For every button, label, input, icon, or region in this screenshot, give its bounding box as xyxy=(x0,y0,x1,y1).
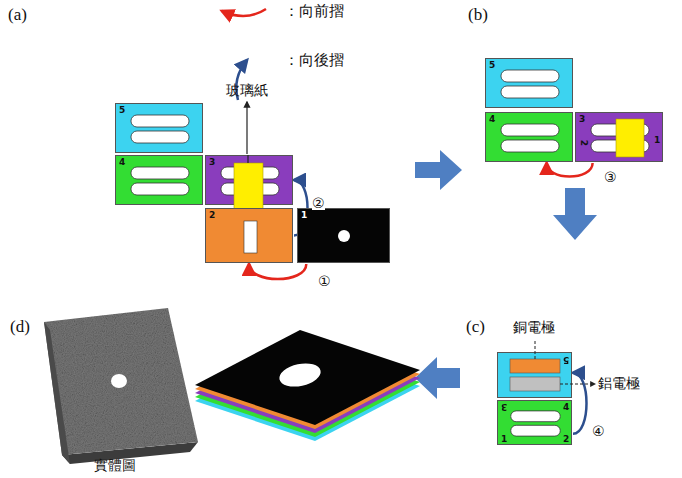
leader-line xyxy=(560,384,595,385)
panel-label: (a) xyxy=(8,6,27,25)
aluminium-electrode xyxy=(510,377,560,391)
layer-hole xyxy=(277,360,323,390)
panel-cutouts xyxy=(498,401,573,446)
slot xyxy=(501,70,559,82)
slot xyxy=(511,411,561,422)
slot xyxy=(131,131,189,143)
panel-number: 4 xyxy=(489,114,495,124)
panel-square: 2 xyxy=(205,208,293,263)
leader-line xyxy=(247,155,248,163)
panel-number: 5 xyxy=(119,105,125,115)
hole xyxy=(338,230,350,242)
part-label: 銅電極 xyxy=(513,320,555,335)
panel-number: 2 xyxy=(209,210,215,220)
panel-cutouts xyxy=(206,156,294,206)
part-label: 玻璃紙 xyxy=(226,83,268,98)
panel-number: 1 xyxy=(501,434,507,444)
fold-forward-sample xyxy=(222,9,266,16)
panel-number: 3 xyxy=(501,402,507,412)
panel-number: 4 xyxy=(563,402,569,412)
copper-electrode xyxy=(510,359,560,373)
panel-number: 3 xyxy=(209,157,215,167)
fold-arrow xyxy=(547,163,593,177)
panel-cutouts xyxy=(576,113,664,163)
panel-number: 5 xyxy=(563,355,569,365)
panel-square: 4 xyxy=(115,155,203,205)
panel-label: (d) xyxy=(10,318,30,337)
leader-line xyxy=(535,339,536,359)
part-label: 鋁電極 xyxy=(598,376,640,391)
panel-cutouts xyxy=(206,209,294,264)
panel-square: 3 4 1 2 xyxy=(497,400,572,445)
leader-line xyxy=(246,102,247,154)
fold-arrow xyxy=(573,373,587,434)
panel-label: (c) xyxy=(466,318,485,337)
panel-label: (b) xyxy=(468,6,488,25)
layer-1 xyxy=(195,330,420,425)
panel-square: 5 xyxy=(115,103,203,153)
step-arrow xyxy=(415,150,462,190)
slot xyxy=(131,167,189,179)
step-arrow xyxy=(553,188,597,240)
window xyxy=(244,221,257,253)
panel-cutouts xyxy=(298,209,391,264)
panel-number: 2 xyxy=(563,434,569,444)
step-arrow xyxy=(415,357,460,399)
slot xyxy=(501,124,559,136)
legend-text: ：向前摺 xyxy=(284,3,344,20)
panel-cutouts xyxy=(486,59,574,109)
panel-square: 5 xyxy=(485,58,573,108)
panel-cutouts xyxy=(498,353,573,399)
panel-square: 4 xyxy=(485,112,573,162)
slot xyxy=(511,425,561,436)
slot xyxy=(501,140,559,152)
slot xyxy=(501,86,559,98)
panel-square: 3 xyxy=(205,155,293,205)
panel-cutouts xyxy=(486,113,574,163)
legend-text: ：向後摺 xyxy=(284,52,344,69)
panel-number: 1 xyxy=(654,135,660,145)
panel-cutouts xyxy=(116,156,204,206)
panel-number: 1 xyxy=(301,210,307,220)
panel-square: 3 1 2 xyxy=(575,112,663,162)
slot xyxy=(131,183,189,195)
panel-cutouts xyxy=(116,104,204,154)
panel-square: 1 xyxy=(297,208,390,263)
cellophane xyxy=(234,163,263,209)
step-number: ④ xyxy=(592,424,605,438)
cellophane xyxy=(616,119,644,157)
panel-number: 2 xyxy=(579,140,589,146)
step-number: ① xyxy=(318,274,331,288)
photo-edge xyxy=(44,322,70,464)
caption-label: 實體圖 xyxy=(94,458,136,473)
step-number: ② xyxy=(312,196,325,210)
slot xyxy=(131,115,189,127)
panel-square: 5 xyxy=(497,352,572,398)
fold-arrow xyxy=(249,264,306,279)
device-photo xyxy=(44,308,198,455)
panel-number: 5 xyxy=(489,60,495,70)
photo-hole xyxy=(111,374,127,388)
panel-number: 4 xyxy=(119,157,125,167)
panel-number: 3 xyxy=(579,114,585,124)
step-number: ③ xyxy=(604,170,617,184)
